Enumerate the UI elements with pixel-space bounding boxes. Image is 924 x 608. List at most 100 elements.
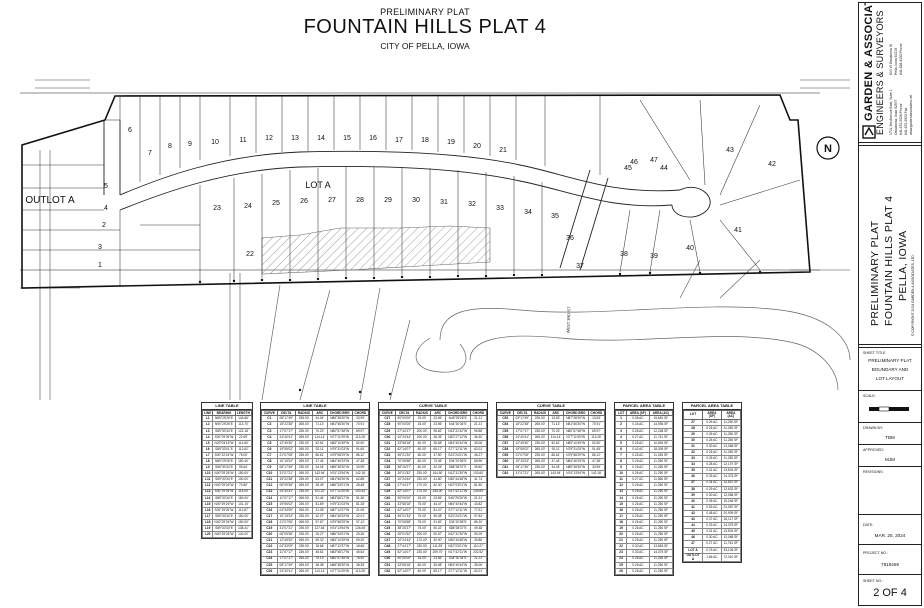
date-value: MAR. 25, 2024 [874, 533, 906, 538]
revisions-label: REVISIONS: [863, 470, 884, 474]
table-title: LINE TABLE [261, 403, 369, 410]
plat-boundary [21, 94, 811, 289]
table-header-cell: CHORD [587, 409, 606, 417]
title-block: GARDEN & ASSOCIATES, LTD. ENGINEERS & SU… [858, 2, 922, 606]
table-header-cell: RADIUS [531, 409, 549, 417]
sheet-title-label: SHEET TITLE [863, 351, 886, 355]
lot-lines [22, 96, 801, 285]
project-title-line-3: PELLA, IOWA [897, 230, 909, 301]
table-cell: 11,250 SF [648, 567, 674, 575]
table-cell: 60.00' [413, 567, 431, 575]
table-title: CURVE TABLE [497, 403, 605, 410]
table-cell: 140.00' [234, 531, 253, 539]
table-cell: 265.00' [295, 567, 313, 575]
sheet-title-line-1: PRELIMINARY PLAT [868, 358, 912, 363]
lot-number-label: 15 [343, 135, 351, 142]
lot-number-label: 33 [496, 205, 504, 212]
table-header-cell: AREA (SF) [702, 410, 722, 420]
lot-number-label: 4 [104, 205, 108, 212]
date-label: DATE: [863, 523, 874, 527]
lot-number-label: 26 [300, 198, 308, 205]
lot-number-label: 27 [328, 197, 336, 204]
table-cell: 72,310 SF [720, 552, 742, 563]
sheet-title-line-3: LOT LAYOUT [875, 376, 905, 381]
property-pins [198, 270, 762, 396]
table-cell: 114.14' [311, 567, 328, 575]
table-header-cell: DELTA [394, 409, 415, 417]
approved-value: MJM [885, 457, 895, 462]
table-cell: C26 [261, 567, 278, 575]
plat-title: FOUNTAIN HILLS PLAT 4 [303, 16, 547, 38]
lot-number-label: 16 [369, 135, 377, 142]
drawn-by-block: DRAWN BY: TBM [859, 423, 921, 445]
hatched-area [261, 225, 491, 275]
table-cell: C52 [379, 567, 396, 575]
table-cell: 26 [614, 567, 628, 575]
sheet-title-block: SHEET TITLE PRELIMINARY PLAT BOUNDARY AN… [859, 347, 921, 391]
table-cell: LOT A [682, 546, 704, 554]
lot-number-label: 3 [98, 244, 102, 251]
scale-bar-icon [869, 406, 909, 412]
table-cell: 0.26 AC [626, 567, 650, 575]
lot-number-label: 2 [102, 222, 106, 229]
copyright-note: © COPYRIGHT 2024 GARDEN & ASSOCIATES, LT… [911, 254, 915, 336]
lot-number-label: 14 [317, 135, 325, 142]
table-cell: L20 [201, 531, 214, 539]
table-cell: 62°14'07" [394, 567, 415, 575]
lot-number-label: 21 [499, 147, 507, 154]
table-cell: OUTLOT A [682, 552, 704, 563]
lot-number-label: 6 [128, 127, 132, 134]
street-label: WEST 3RD ST [566, 306, 572, 334]
lot-number-label: 22 [246, 251, 254, 258]
sheet-title-line-2: BOUNDARY AND [871, 367, 909, 372]
lot-number-label: 45 [624, 165, 632, 172]
lot-number-label: 38 [620, 251, 628, 258]
table-header-cell: LINE [201, 409, 214, 417]
table-header-cell: LOT [682, 410, 704, 420]
lot-number-label: 47 [650, 157, 658, 164]
lot-number-label: 9 [188, 141, 192, 148]
lot-number-label: 17 [395, 137, 403, 144]
sheet-number-value: 2 OF 4 [873, 587, 907, 599]
table-header-cell: CHORD [469, 409, 488, 417]
table-title: PARCEL AREA TABLE [615, 403, 673, 410]
lot-number-label: 31 [440, 199, 448, 206]
project-title-line-1: PRELIMINARY PLAT [869, 220, 881, 326]
sheet-number-block: SHEET NO.: 2 OF 4 [859, 575, 921, 605]
table-title: CURVE TABLE [379, 403, 487, 410]
project-title-line-2: FOUNTAIN HILLS PLAT 4 [883, 195, 895, 326]
lot-a-label: LOT A [305, 180, 330, 190]
approved-block: APPROVED: MJM [859, 445, 921, 467]
lot-number-label: 24 [244, 203, 252, 210]
table-cell: 142.18' [587, 470, 606, 478]
project-number-block: PROJECT NO.: 7818459 [859, 545, 921, 575]
table-cell: S77°12'11"W [444, 567, 471, 575]
lot-number-label: 12 [265, 135, 273, 142]
lot-number-label: 25 [272, 200, 280, 207]
scale-label: SCALE: [863, 394, 876, 398]
firm-subtitle: ENGINEERS & SURVEYORS [875, 10, 885, 135]
lot-number-label: 18 [421, 137, 429, 144]
table-cell: 33,106 SF [720, 546, 742, 554]
revisions-block: REVISIONS: [859, 467, 921, 515]
